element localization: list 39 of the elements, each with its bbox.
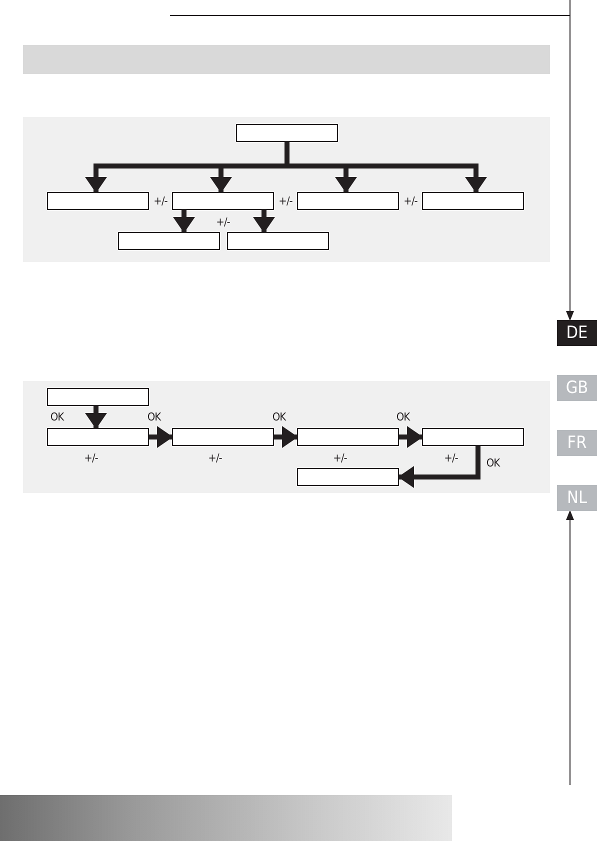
arrow: [566, 0, 574, 321]
key-label: +/-: [84, 452, 98, 464]
arrow: [173, 210, 195, 233]
display-box: [297, 428, 399, 446]
display-box: [172, 192, 274, 210]
language-tab: DE: [557, 320, 597, 346]
arrow: [398, 446, 480, 488]
display-box: [47, 388, 149, 406]
key-label: +/-: [278, 196, 292, 206]
display-box: [236, 124, 338, 142]
edge-label: OK: [147, 412, 161, 422]
display-box: [172, 428, 274, 446]
arrow: [566, 510, 574, 786]
language-tab: GB: [557, 375, 597, 401]
display-box: [227, 232, 329, 250]
edge-label: OK: [50, 412, 64, 422]
key-label: +/-: [333, 452, 347, 464]
arrow: [149, 426, 173, 448]
edge-label: OK: [272, 412, 286, 422]
display-box: [297, 192, 399, 210]
arrow: [85, 406, 107, 429]
arrow: [253, 210, 275, 233]
key-label: +/-: [208, 452, 222, 464]
display-box: [47, 428, 149, 446]
language-tab: FR: [557, 430, 597, 456]
edge-label: OK: [486, 458, 500, 468]
arrow: [274, 426, 298, 448]
edge-label: OK: [396, 412, 410, 422]
display-box: [297, 468, 399, 486]
arrow: [399, 426, 423, 448]
display-box: [118, 232, 220, 250]
language-tab: NL: [557, 485, 597, 511]
display-box: [422, 192, 524, 210]
key-label: +/-: [154, 196, 168, 206]
display-box: [422, 428, 524, 446]
key-label: +/-: [444, 452, 458, 464]
key-label: +/-: [404, 196, 418, 206]
display-box: [47, 192, 149, 210]
key-label: +/-: [216, 216, 230, 228]
